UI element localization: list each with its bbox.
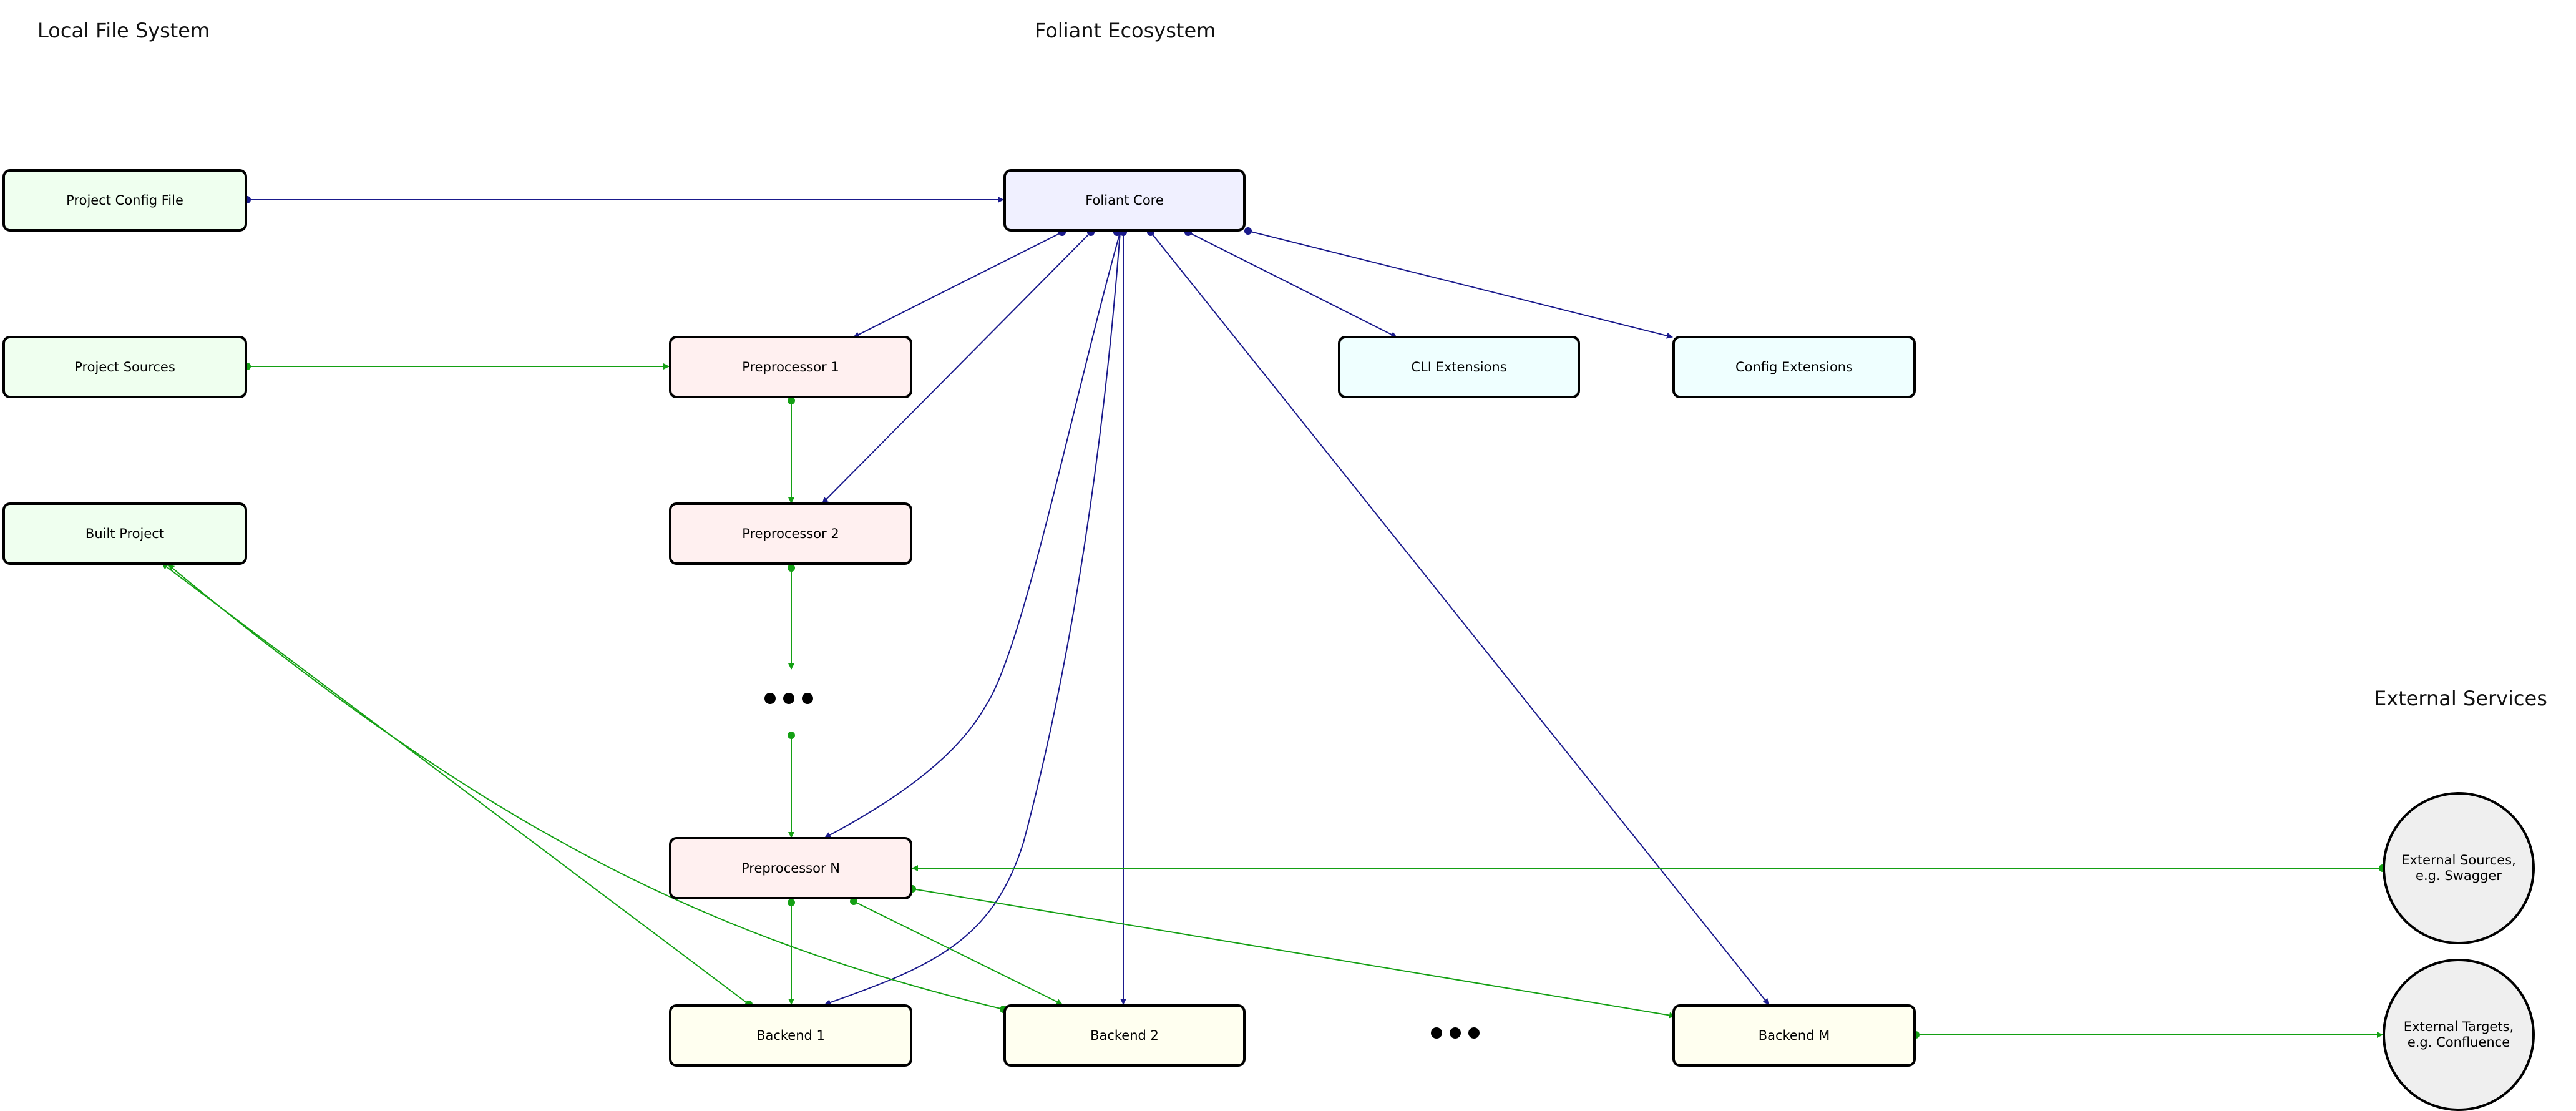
edge-core-to-config-extensions (1247, 230, 1673, 339)
edge-pren-to-backend-2 (853, 901, 1063, 1005)
node-label: Project Config File (66, 193, 183, 208)
node-cli-extensions[interactable]: CLI Extensions (1338, 336, 1580, 398)
node-project-sources[interactable]: Project Sources (2, 336, 247, 398)
node-foliant-core[interactable]: Foliant Core (1003, 169, 1246, 232)
node-label: External Targets, e.g. Confluence (2403, 1019, 2514, 1050)
node-built-project[interactable]: Built Project (2, 502, 247, 565)
node-label: External Sources, e.g. Swagger (2401, 852, 2516, 883)
node-backend-m[interactable]: Backend M (1672, 1004, 1916, 1067)
edge-dot-pre1 (788, 397, 795, 404)
node-label: Preprocessor 1 (742, 360, 839, 374)
node-label: Preprocessor N (741, 861, 840, 876)
node-label: CLI Extensions (1411, 360, 1507, 374)
ellipsis-backends (1431, 1027, 1480, 1039)
node-external-targets[interactable]: External Targets, e.g. Confluence (2383, 959, 2535, 1111)
edge-backend-2-to-built (168, 564, 1004, 1010)
edge-core-to-preprocessor-1 (853, 232, 1063, 338)
node-label: Project Sources (74, 360, 175, 374)
node-project-config-file[interactable]: Project Config File (2, 169, 247, 232)
section-title-external-services: External Services (2374, 687, 2547, 710)
section-title-local-file-system: Local File System (37, 19, 210, 42)
node-label: Preprocessor 2 (742, 526, 839, 541)
node-preprocessor-n[interactable]: Preprocessor N (669, 837, 912, 899)
node-label: Config Extensions (1735, 360, 1853, 374)
node-label: Built Project (85, 526, 165, 541)
node-preprocessor-1[interactable]: Preprocessor 1 (669, 336, 912, 398)
edge-pren-to-backend-m (912, 888, 1676, 1019)
edge-dot-pren-b1 (788, 899, 795, 906)
edge-dot-pre2 (788, 564, 795, 572)
node-label: Backend M (1758, 1028, 1830, 1043)
edge-backend-1-to-built (162, 563, 749, 1005)
node-label: Foliant Core (1085, 193, 1164, 208)
edge-core-to-backend-1 (824, 232, 1121, 1006)
node-backend-1[interactable]: Backend 1 (669, 1004, 912, 1067)
edge-core-to-preprocessor-2 (822, 232, 1091, 504)
node-config-extensions[interactable]: Config Extensions (1672, 336, 1916, 398)
section-title-foliant-ecosystem: Foliant Ecosystem (1035, 19, 1216, 42)
node-preprocessor-2[interactable]: Preprocessor 2 (669, 502, 912, 565)
ellipsis-preprocessors (764, 693, 813, 704)
edge-dot-pren-b2 (850, 898, 857, 905)
node-label: Backend 1 (756, 1028, 825, 1043)
node-backend-2[interactable]: Backend 2 (1003, 1004, 1246, 1067)
edge-core-to-preprocessor-n (824, 232, 1121, 838)
edge-core-to-cli-extensions (1188, 232, 1397, 338)
edge-dot-core-config-ext (1244, 227, 1252, 235)
node-external-sources[interactable]: External Sources, e.g. Swagger (2383, 792, 2535, 944)
node-label: Backend 2 (1090, 1028, 1159, 1043)
edge-core-to-backend-m (1150, 232, 1769, 1005)
edge-dot-ellipsis (788, 732, 795, 739)
